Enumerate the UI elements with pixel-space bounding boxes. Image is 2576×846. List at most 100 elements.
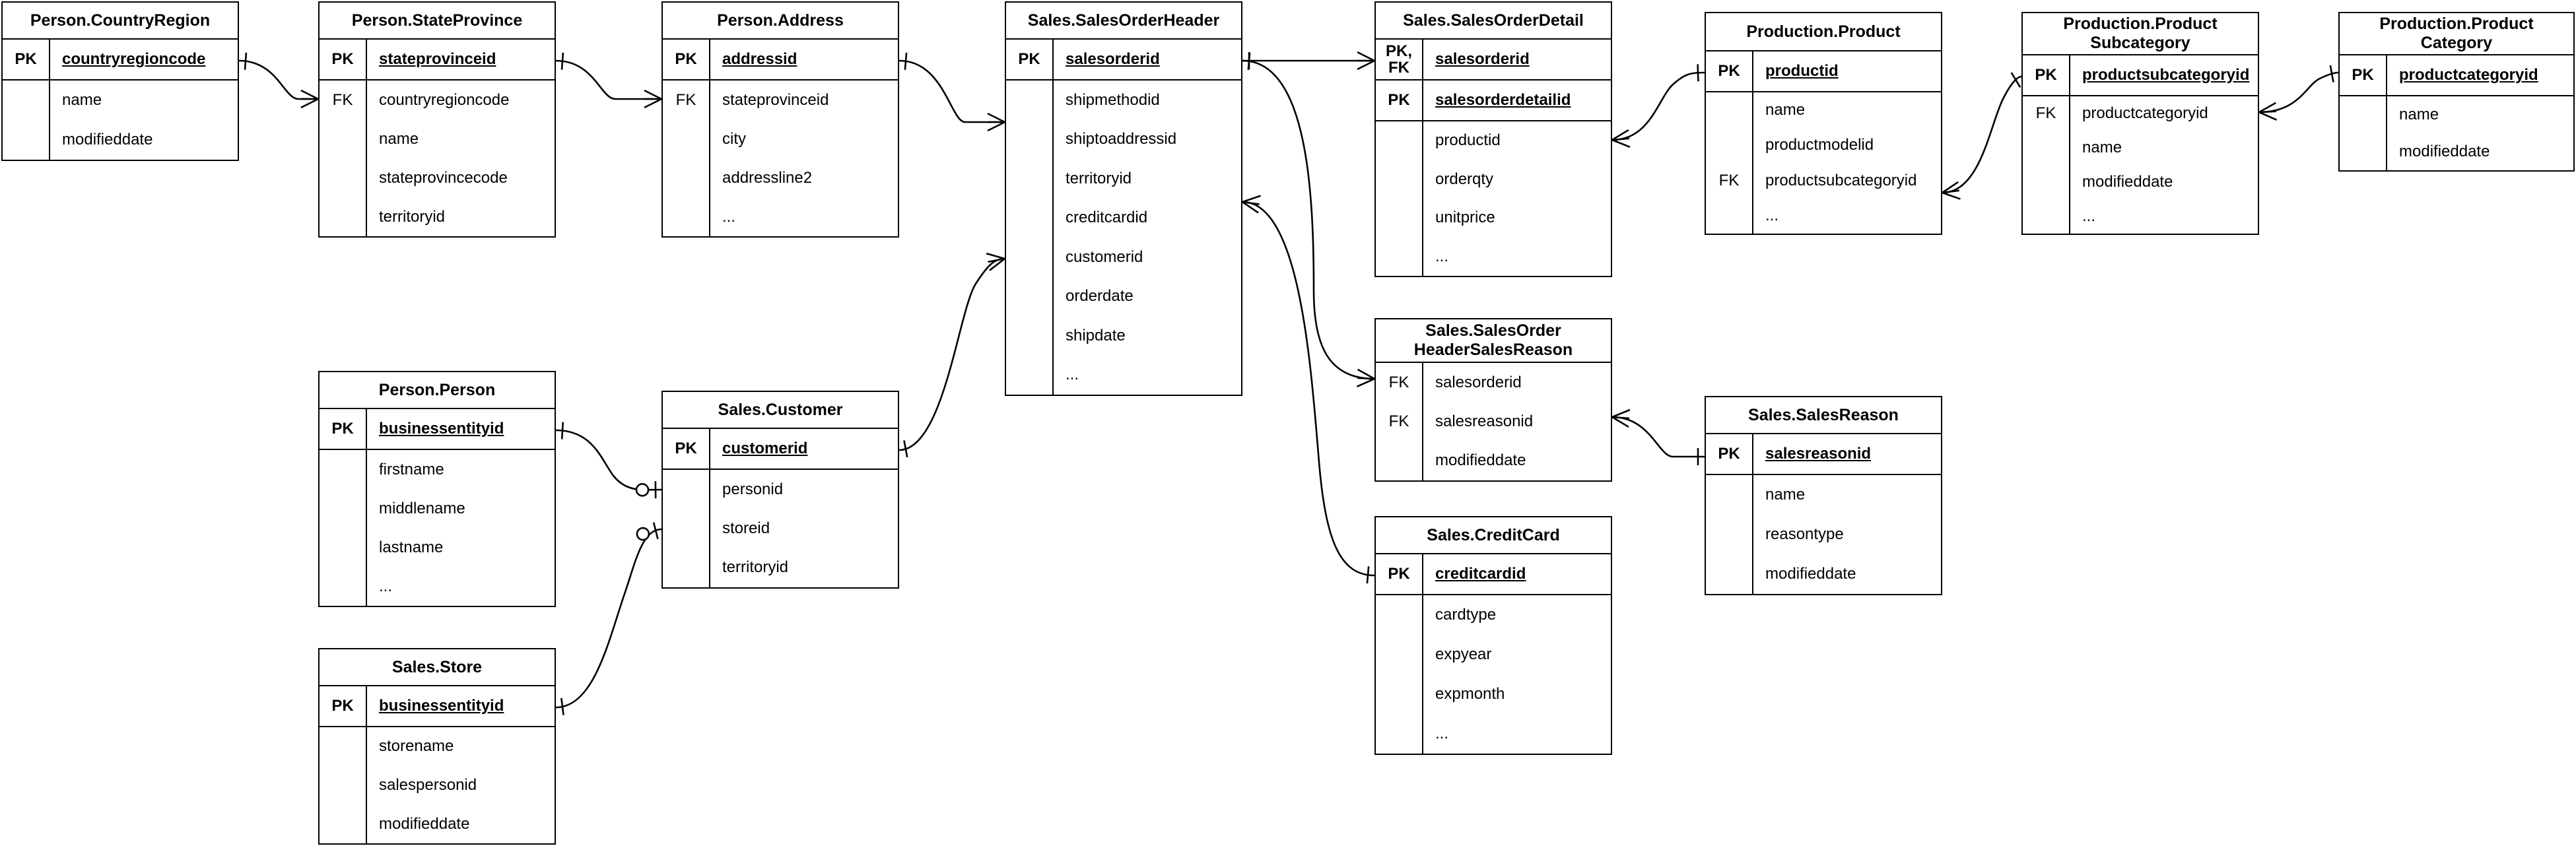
attribute-row: name: [1706, 475, 1941, 515]
relationship-stateprovince-to-address: [555, 52, 662, 109]
attribute-key-badge: [1376, 441, 1423, 480]
entity-title: Sales.SalesReason: [1706, 397, 1941, 434]
attribute-name: name: [1765, 486, 1806, 504]
attribute-row: firstname: [320, 450, 555, 489]
attribute-key-badge: [1706, 198, 1753, 234]
attribute-row: ...: [1376, 714, 1611, 754]
attribute-name: expmonth: [1435, 685, 1505, 703]
attribute-key-badge: FK: [320, 81, 367, 119]
attribute-name: ...: [1765, 207, 1779, 225]
attribute-key-badge: PK: [320, 409, 367, 449]
relationship-person-to-customer: [555, 422, 662, 499]
attribute-key-badge: [320, 489, 367, 528]
attribute-row: name: [320, 119, 555, 158]
attribute-key-badge: [320, 727, 367, 766]
attribute-row: stateprovincecode: [320, 158, 555, 197]
attribute-name: shiptoaddressid: [1066, 130, 1177, 148]
attribute-row: storename: [320, 727, 555, 766]
attribute-row: ...: [320, 567, 555, 606]
attribute-name: stateprovinceid: [379, 50, 496, 68]
attribute-row: addressline2: [663, 158, 898, 197]
attribute-name: city: [722, 129, 746, 148]
attribute-key-badge: [663, 470, 710, 509]
attribute-key-badge: PK: [2023, 55, 2070, 95]
attribute-name: modifieddate: [1435, 451, 1526, 470]
attribute-row: expyear: [1376, 635, 1611, 674]
attribute-key-badge: [1006, 119, 1054, 159]
attribute-row: productid: [1376, 121, 1611, 160]
attribute-row: unitprice: [1376, 199, 1611, 238]
attribute-key-badge: PK: [1376, 81, 1423, 120]
attribute-key-badge: PK: [320, 40, 367, 79]
attribute-key-badge: [320, 158, 367, 197]
entity-title: Production.Product Category: [2340, 13, 2573, 55]
attribute-key-badge: [1376, 160, 1423, 199]
attribute-key-badge: [1376, 199, 1423, 238]
attribute-name: unitprice: [1435, 209, 1495, 227]
attribute-key-badge: [1706, 515, 1753, 554]
attribute-name: lastname: [379, 538, 444, 556]
attribute-name: addressid: [722, 50, 797, 68]
attribute-name: salesorderid: [1066, 50, 1160, 68]
attribute-key-badge: [2340, 96, 2387, 133]
attribute-row: name: [2023, 131, 2258, 165]
attribute-row: name: [3, 81, 238, 120]
attribute-row: middlename: [320, 489, 555, 528]
attribute-key-badge: [1006, 355, 1054, 395]
attribute-row: territoryid: [320, 197, 555, 236]
attribute-key-badge: [2023, 165, 2070, 199]
attribute-name: territoryid: [1066, 169, 1132, 187]
attribute-row: name: [2340, 96, 2573, 133]
attribute-key-badge: [2023, 199, 2070, 234]
attribute-name: productid: [1765, 62, 1839, 80]
attribute-key-badge: [1376, 237, 1423, 276]
attribute-key-badge: [1006, 277, 1054, 316]
attribute-key-badge: PK: [663, 429, 710, 469]
attribute-name: orderqty: [1435, 170, 1494, 188]
attribute-key-badge: PK: [3, 40, 50, 79]
attribute-row: lastname: [320, 528, 555, 567]
attribute-section: productid orderqty unitprice...: [1376, 120, 1611, 276]
attribute-row: orderqty: [1376, 160, 1611, 199]
relationship-address-to-salesorderheader: [898, 52, 1005, 132]
entity-title: Person.CountryRegion: [3, 3, 238, 40]
attribute-row: modifieddate: [2340, 133, 2573, 170]
attribute-row: storeid: [663, 509, 898, 548]
attribute-name: modifieddate: [1765, 565, 1856, 583]
attribute-name: cardtype: [1435, 606, 1497, 624]
relationship-productsubcategory-to-productcategory: [2258, 65, 2339, 121]
attribute-key-badge: [320, 567, 367, 606]
attribute-row: reasontype: [1706, 515, 1941, 554]
entity-title: Sales.SalesOrder HeaderSalesReason: [1376, 319, 1611, 363]
attribute-key-badge: [320, 119, 367, 158]
attribute-name: ...: [1435, 247, 1449, 265]
